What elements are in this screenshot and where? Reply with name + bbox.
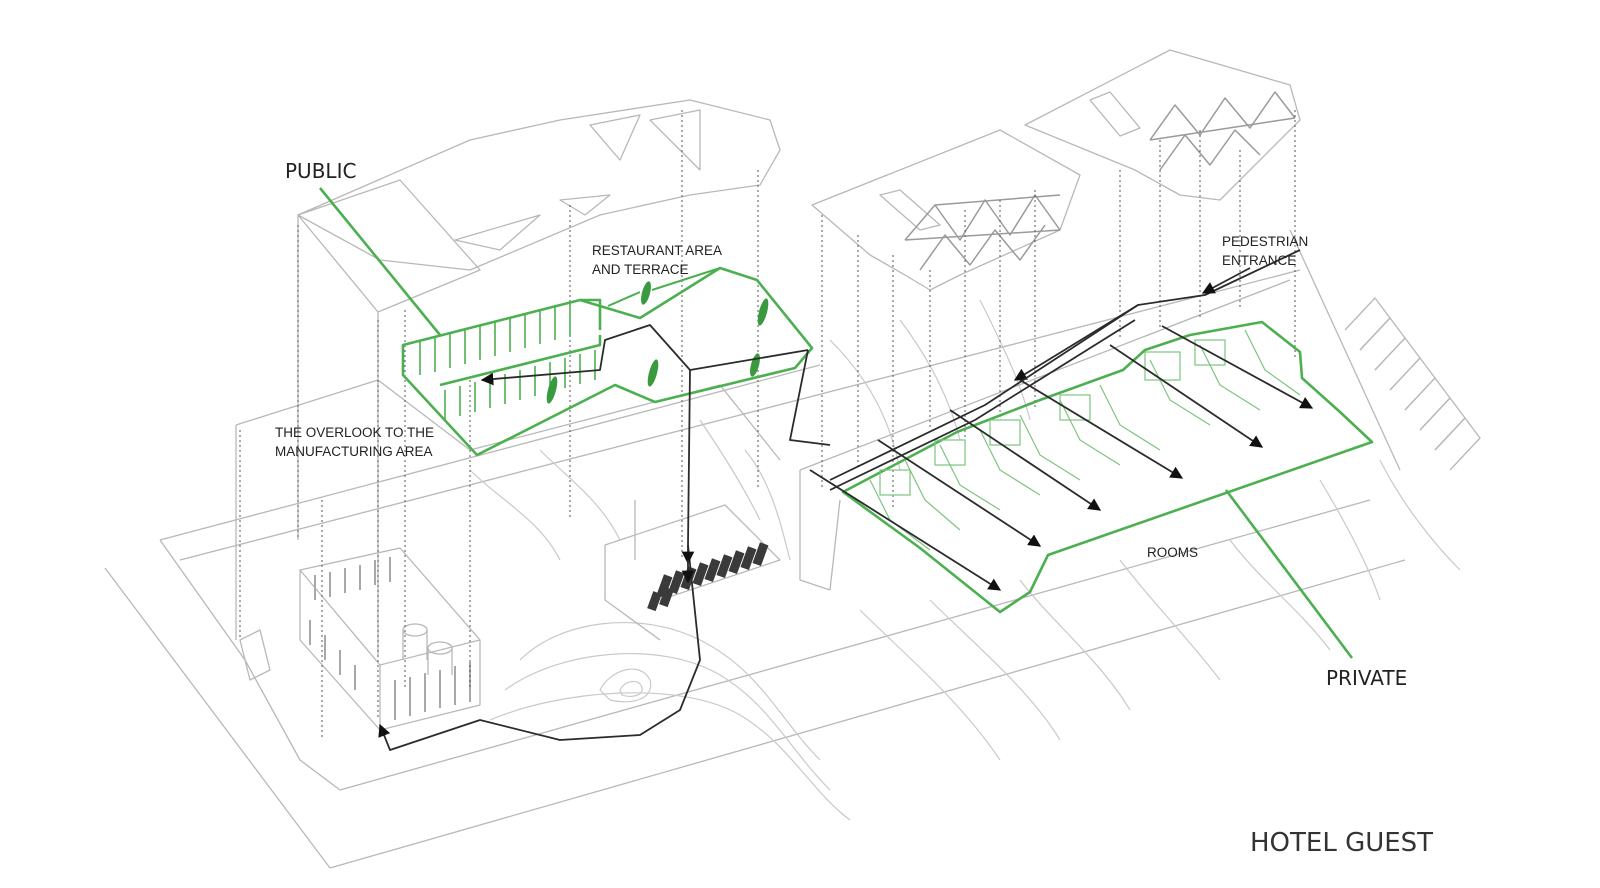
label-restaurant-line1: RESTAURANT AREA [592, 243, 722, 258]
leader-lines [318, 187, 1354, 659]
public-terrace-outline [401, 266, 814, 457]
label-pedestrian-line2: ENTRANCE [1222, 253, 1296, 268]
label-private: PRIVATE [1326, 666, 1407, 690]
site-ground [104, 229, 1406, 869]
label-overlook-line2: MANUFACTURING AREA [275, 444, 433, 459]
topography-contours [469, 299, 1461, 821]
projection-lines [239, 110, 1296, 740]
label-restaurant-line2: AND TERRACE [592, 262, 689, 277]
private-rooms-outline [841, 320, 1374, 614]
left-roof [297, 99, 781, 271]
diagram-title: HOTEL GUEST [1250, 828, 1433, 858]
right-building [799, 279, 1291, 591]
central-courtyard [469, 384, 781, 641]
green-markers [546, 281, 769, 404]
manufacturing-area [239, 547, 481, 731]
circulation-path [378, 249, 1314, 751]
label-pedestrian-line1: PEDESTRIAN [1222, 234, 1308, 249]
stepped-terraces [1344, 297, 1481, 471]
label-rooms: ROOMS [1147, 545, 1198, 560]
label-public: PUBLIC [285, 159, 356, 183]
label-overlook-line1: THE OVERLOOK TO THE [275, 425, 434, 440]
